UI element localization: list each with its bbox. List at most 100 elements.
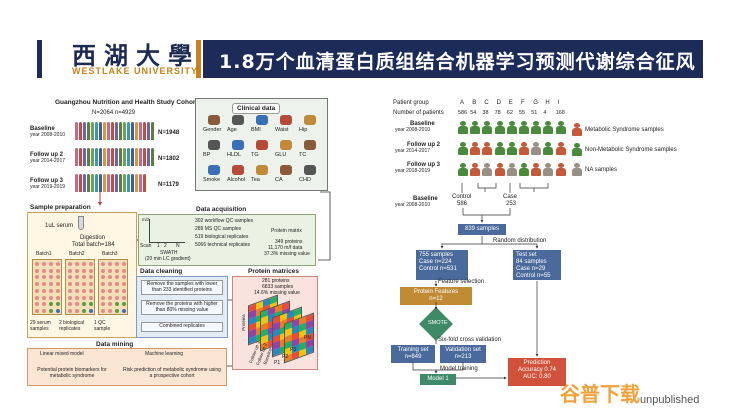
patient-figure [470, 163, 481, 176]
data-cleaning-title: Data cleaning [140, 268, 183, 275]
validation-set-box: Validation set n=213 [440, 345, 486, 363]
group-letter: D [496, 100, 501, 106]
clinical-icon [232, 115, 244, 125]
person-icon [79, 174, 82, 192]
person-icon [95, 174, 98, 192]
prediction-line: Prediction [523, 360, 551, 366]
acq-line: 289 MS QC samples [195, 226, 242, 232]
patient-figure [506, 121, 517, 134]
wave-years: year 2018-2019 [395, 168, 431, 174]
test-box-line: 84 samples [516, 258, 547, 265]
wave-n: N=1802 [158, 156, 180, 162]
patient-figure [506, 142, 517, 155]
person-icon [79, 148, 82, 166]
patient-figure [494, 142, 505, 155]
case-label: Case [503, 194, 518, 200]
cohort-title: Guangzhou Nutrition and Health Study Coh… [55, 99, 198, 106]
training-set-box: Training set n=849 [391, 345, 435, 363]
slide-title: 1.8万个血清蛋白质组结合机器学习预测代谢综合征风险 [203, 40, 703, 100]
person-icon [127, 174, 130, 192]
patient-figure [458, 163, 468, 176]
person-icon [123, 122, 126, 140]
clinical-icon [208, 165, 220, 175]
person-icon [131, 148, 134, 166]
protein-matrices-title: Protein matrices [248, 268, 299, 275]
test-box-line: Test set [516, 252, 537, 258]
case-n: 253 [506, 201, 517, 207]
wave-label: Follow up 3 [30, 178, 63, 184]
patient-figure [494, 163, 505, 176]
patient-group-label: Patient group [393, 100, 429, 106]
sample-prep-title: Sample preparation [30, 204, 91, 211]
wave-years: year 2019-2019 [30, 184, 66, 190]
person-icon [99, 122, 102, 140]
person-icon [103, 174, 106, 192]
prediction-box: Prediction Accuracy 0.74 AUC: 0.80 [508, 358, 566, 386]
clinical-label: Age [227, 127, 237, 133]
baseline2-label: Baseline [413, 196, 438, 202]
mining-head: Machine learning [145, 351, 184, 357]
group-count: 38 [482, 110, 489, 116]
wave-years: year 2014-2017 [395, 148, 431, 154]
wave-years: year 2008-2010 [395, 127, 431, 133]
wave-label: Baseline [30, 126, 55, 132]
cohort-crowd-baseline [75, 122, 154, 142]
swath-n: N [176, 243, 180, 249]
patient-figure [494, 121, 505, 134]
train-box-line: 755 samples [419, 252, 454, 258]
training-set-line: n=849 [404, 353, 422, 360]
cleaning-step: Combined replicates [141, 322, 223, 332]
person-icon [139, 122, 142, 140]
tube-icon [78, 216, 84, 230]
clinical-label: HLDL [227, 152, 242, 158]
clinical-label: TG [251, 152, 259, 158]
clinical-icon [304, 115, 316, 125]
patient-figure [531, 121, 542, 134]
group-letter: G [533, 100, 538, 106]
group-count: 4 [543, 110, 547, 116]
clinical-icon [232, 165, 244, 175]
person-icon [151, 122, 154, 140]
person-icon [131, 122, 134, 140]
protein-features-line: n=12 [429, 295, 443, 302]
person-icon [139, 174, 142, 192]
matrices-axis-p2: P2 [282, 354, 289, 360]
clinical-label: TC [299, 152, 307, 158]
clinical-icon [232, 140, 244, 150]
person-icon [123, 174, 126, 192]
legend-na-icon [572, 163, 582, 176]
wave-years: year 2008-2010 [30, 132, 66, 138]
group-count: 54 [470, 110, 477, 116]
person-icon [119, 122, 122, 140]
person-icon [143, 174, 146, 192]
person-icon [139, 148, 142, 166]
baseline2-years: year 2008-2010 [395, 202, 431, 208]
test-box-line: Control n=55 [516, 272, 551, 279]
group-count: 55 [519, 110, 526, 116]
person-icon [131, 174, 134, 192]
clinical-icon [280, 115, 292, 125]
person-icon [95, 148, 98, 166]
clinical-label: BMI [251, 127, 261, 133]
person-icon [135, 174, 138, 192]
cohort-crowd-followup2 [75, 148, 154, 168]
batch-plate [32, 259, 62, 315]
patient-figure [531, 142, 542, 155]
person-icon [75, 174, 78, 192]
patient-figure [482, 142, 493, 155]
cleaning-step: Remove the proteins with higher than 80%… [141, 300, 223, 315]
cleaning-step: Remove the samples with lower than 233 i… [141, 280, 223, 295]
legend-ms: Metabolic Syndrome samples [585, 127, 664, 133]
person-icon [87, 148, 90, 166]
train-box: 755 samples Case n=224 Control n=531 [416, 250, 468, 280]
control-n: 586 [457, 201, 468, 207]
person-icon [147, 148, 150, 166]
prediction-line: AUC: 0.80 [523, 373, 551, 380]
acq-line: 519 biological replicates [195, 234, 249, 240]
university-logo-cn: 西湖大學 [72, 41, 200, 70]
number-patients-label: Number of patients [393, 110, 444, 116]
slide-header: 西湖大學 WESTLAKE UNIVERSITY 1.8万个血清蛋白质组结合机器… [0, 0, 740, 100]
patient-figure [458, 142, 468, 155]
swath-2: 2 [164, 243, 167, 249]
person-icon [87, 174, 90, 192]
